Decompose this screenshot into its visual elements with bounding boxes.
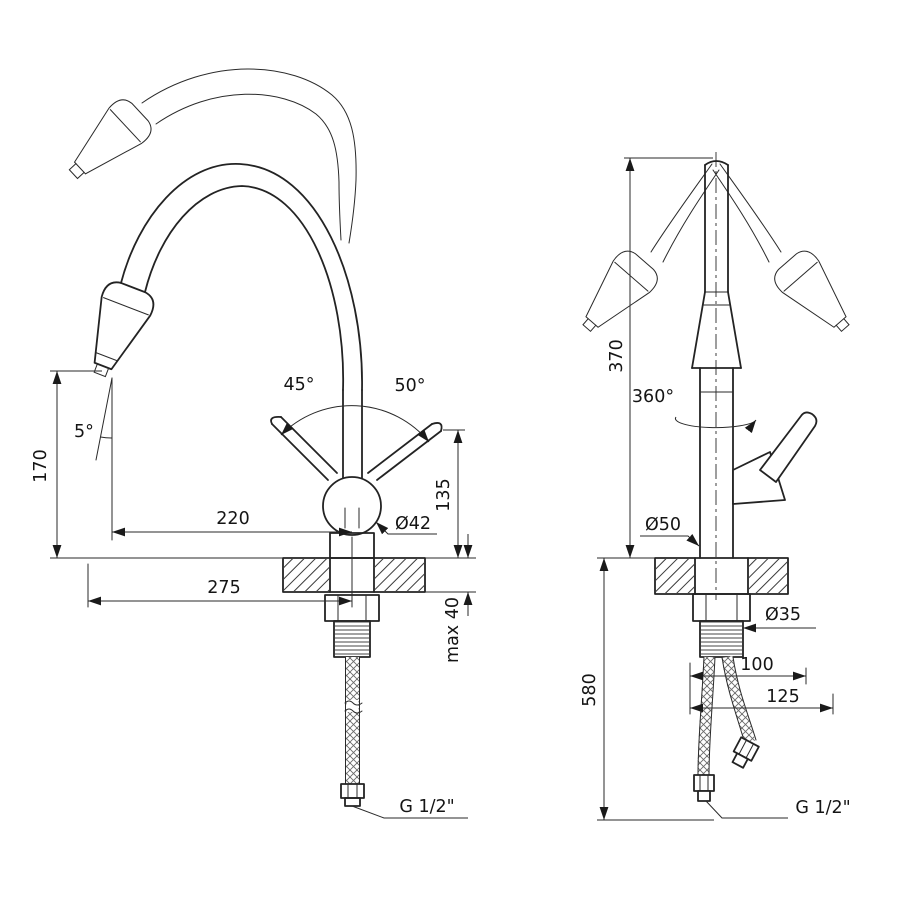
side-view: 360° Ø50 Ø35 <box>580 152 851 821</box>
spout-outline <box>120 163 363 481</box>
dim-label-d50: Ø50 <box>645 515 681 535</box>
dim-label-360: 360° <box>632 387 674 407</box>
shank-side <box>692 593 751 658</box>
dim-label-g12-side: G 1/2" <box>795 798 850 818</box>
dim-handle-swing: 45° 50° <box>280 375 430 443</box>
dim-hose-length: 580 <box>580 557 714 821</box>
supply-hose <box>340 656 365 807</box>
dim-label-125: 125 <box>766 687 799 707</box>
dim-label-135: 135 <box>434 478 454 511</box>
dim-label-d35: Ø35 <box>765 605 801 625</box>
handle-positions <box>270 415 443 481</box>
handle-side <box>732 411 818 505</box>
dim-label-170: 170 <box>31 449 51 482</box>
dim-label-45deg: 45° <box>283 375 314 395</box>
dim-swivel: 360° <box>632 387 757 434</box>
dim-label-370: 370 <box>607 339 627 372</box>
dim-label-50deg: 50° <box>394 376 425 396</box>
mounting-deck-side <box>654 557 789 595</box>
dim-overall-reach: 275 <box>87 536 353 608</box>
supply-hoses-side <box>693 656 760 802</box>
thread-callout-front: G 1/2" <box>351 797 468 819</box>
body-side <box>691 160 742 559</box>
front-view: 170 5° 45° 50° 220 Ø42 <box>31 68 476 819</box>
dim-deck-thickness: max 40 <box>425 534 476 663</box>
dim-shank-diameter: Ø35 <box>743 605 816 633</box>
dim-height-above-deck: 370 <box>607 157 713 558</box>
dim-label-580: 580 <box>580 673 600 706</box>
dim-label-5deg: 5° <box>74 422 94 442</box>
thread-callout-side: G 1/2" <box>705 798 851 819</box>
sprayer-alt-right <box>774 250 850 333</box>
dim-ball-diameter: Ø42 <box>375 514 437 535</box>
mounting-deck <box>282 557 426 593</box>
dim-outlet-height: 170 <box>31 370 283 559</box>
sprayer-alt-position <box>68 68 357 244</box>
dim-spout-reach: 220 <box>112 509 352 537</box>
dim-label-max40: max 40 <box>443 597 463 663</box>
sprayer-alt-left <box>582 250 658 333</box>
sprayer-head <box>93 281 155 378</box>
dim-label-d42: Ø42 <box>395 514 431 534</box>
dim-spray-angle: 5° <box>74 377 113 541</box>
dim-label-220: 220 <box>216 509 249 529</box>
dim-label-100: 100 <box>740 655 773 675</box>
dim-label-g12-front: G 1/2" <box>399 797 454 817</box>
dim-label-275: 275 <box>207 578 240 598</box>
dim-hose-offset-outer: 125 <box>690 687 834 715</box>
shank <box>324 594 380 658</box>
dim-base-diameter: Ø50 <box>640 515 700 547</box>
